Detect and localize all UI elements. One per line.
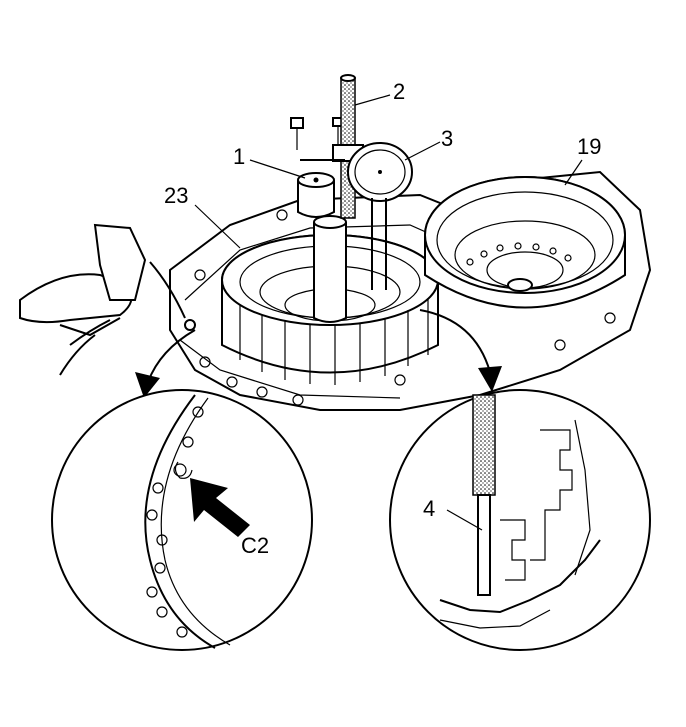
- c2-pointer-arrow: [190, 478, 250, 537]
- housing-splines: [239, 298, 429, 385]
- clutch-assembly-19: [424, 176, 626, 309]
- callout-2: 2: [393, 79, 405, 104]
- callout-4: 4: [423, 496, 435, 521]
- dial-indicator: [347, 142, 413, 290]
- callout-labels: 1 2 3 19 23: [164, 79, 601, 249]
- callout-1: 1: [233, 144, 245, 169]
- assembly-lugs: [466, 242, 572, 266]
- retaining-bolts: [290, 117, 344, 150]
- air-nozzle-hand: [19, 223, 196, 376]
- case-bolt-holes: [194, 209, 616, 406]
- detail-view-4: 4: [389, 389, 651, 651]
- detail-arrow-left: [135, 329, 196, 398]
- fixture-post: [297, 172, 335, 218]
- detail-arrow-right: [419, 309, 502, 392]
- center-shaft: [313, 215, 347, 323]
- callout-23: 23: [164, 183, 188, 208]
- callout-3: 3: [441, 126, 453, 151]
- detail-view-c2: C2: [51, 389, 313, 651]
- passage-holes: [146, 406, 204, 638]
- callout-c2: C2: [241, 533, 269, 558]
- callout-19: 19: [577, 134, 601, 159]
